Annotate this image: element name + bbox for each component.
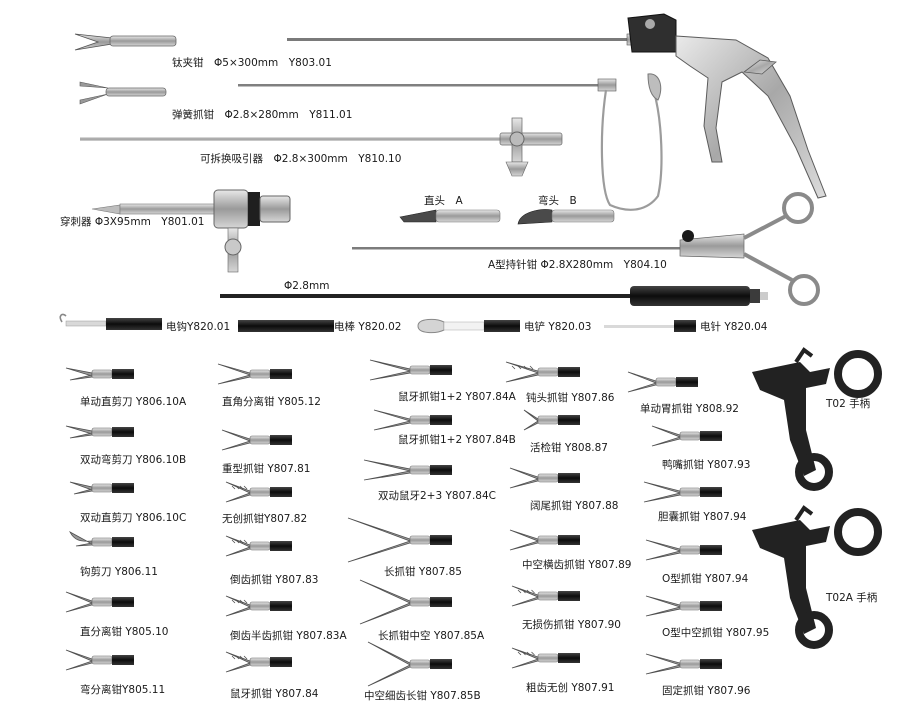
instrument-tip-28 bbox=[645, 595, 722, 617]
needle-driver-head-b-icon bbox=[517, 209, 615, 225]
label-tan-huang-zhua-qian: 弹簧抓钳 Φ2.8×280mm Y811.01 bbox=[172, 109, 353, 121]
instrument-tip-24 bbox=[627, 371, 698, 393]
label-col3-5: 中空细齿长钳 Y807.85B bbox=[364, 690, 481, 702]
instrument-tip-8 bbox=[225, 481, 292, 503]
instrument-tip-29 bbox=[645, 653, 722, 675]
label-col2-1: 重型抓钳 Y807.81 bbox=[222, 463, 311, 475]
label-col4-1: 活检钳 Y808.87 bbox=[530, 442, 608, 454]
instrument-tip-13 bbox=[373, 409, 452, 431]
label-ke-chai-xi-yin-qi: 可拆换吸引器 Φ2.8×300mm Y810.10 bbox=[200, 153, 402, 165]
instrument-tip-10 bbox=[225, 595, 292, 617]
electrode-spatula-icon bbox=[417, 318, 520, 334]
label-col2-0: 直角分离钳 Y805.12 bbox=[222, 396, 321, 408]
label-zhi-tou: 直头 A bbox=[424, 195, 463, 207]
instrument-tip-15 bbox=[347, 517, 452, 563]
instrument-tip-6 bbox=[217, 363, 292, 385]
label-col4-4: 无损伤抓钳 Y807.90 bbox=[522, 619, 621, 631]
label-col4-0: 钝头抓钳 Y807.86 bbox=[526, 392, 615, 404]
needle-holder-icon bbox=[352, 192, 820, 306]
instrument-tip-18 bbox=[505, 361, 580, 383]
label-dian-gou: 电钩Y820.01 bbox=[166, 321, 231, 333]
label-col4-2: 阔尾抓钳 Y807.88 bbox=[530, 500, 619, 512]
instrument-tip-12 bbox=[369, 359, 452, 381]
instrument-tip-11 bbox=[225, 651, 292, 673]
label-wan-tou: 弯头 B bbox=[538, 195, 577, 207]
label-t02-handle: T02 手柄 bbox=[826, 398, 871, 410]
instrument-tip-0 bbox=[65, 367, 134, 381]
label-tai-jia-qian: 钛夹钳 Φ5×300mm Y803.01 bbox=[172, 57, 332, 69]
instrument-tip-22 bbox=[511, 585, 580, 607]
label-col5-1: 鸭嘴抓钳 Y807.93 bbox=[662, 459, 751, 471]
label-dian-bang: 电棒 Y820.02 bbox=[334, 321, 402, 333]
label-t02a-handle: T02A 手柄 bbox=[826, 592, 878, 604]
instrument-tip-14 bbox=[363, 459, 452, 481]
label-col3-4: 长抓钳中空 Y807.85A bbox=[378, 630, 485, 642]
label-col5-4: O型中空抓钳 Y807.95 bbox=[662, 627, 770, 639]
electrode-needle-icon bbox=[604, 320, 696, 332]
clip-applier-tip-icon bbox=[74, 33, 177, 51]
label-col4-5: 粗齿无创 Y807.91 bbox=[526, 682, 615, 694]
label-col1-4: 直分离钳 Y805.10 bbox=[80, 626, 169, 638]
label-col1-0: 单动直剪刀 Y806.10A bbox=[80, 396, 187, 408]
instrument-tip-19 bbox=[523, 409, 580, 431]
instrument-tip-17 bbox=[367, 641, 452, 687]
label-col5-5: 固定抓钳 Y807.96 bbox=[662, 685, 751, 697]
label-col5-3: O型抓钳 Y807.94 bbox=[662, 573, 749, 585]
electrode-rod-icon bbox=[238, 320, 334, 332]
label-col4-3: 中空横齿抓钳 Y807.89 bbox=[522, 559, 632, 571]
label-dian-zhen: 电针 Y820.04 bbox=[700, 321, 768, 333]
instrument-tip-2 bbox=[69, 481, 134, 495]
label-col2-2: 无创抓钳Y807.82 bbox=[222, 513, 308, 525]
instrument-tip-20 bbox=[509, 467, 580, 489]
instrument-tip-grid bbox=[65, 359, 722, 687]
instrument-tip-26 bbox=[643, 481, 722, 503]
t02a-handle-icon bbox=[752, 505, 882, 649]
label-col3-0: 鼠牙抓钳1+2 Y807.84A bbox=[398, 391, 516, 403]
instrument-tip-5 bbox=[65, 649, 134, 671]
needle-driver-head-a-icon bbox=[399, 209, 501, 223]
label-a-xing-chi-zhen-qian: A型持针钳 Φ2.8X280mm Y804.10 bbox=[488, 259, 667, 271]
long-shaft-handle-icon bbox=[287, 13, 827, 199]
label-dian-chan: 电铲 Y820.03 bbox=[524, 321, 592, 333]
label-col1-5: 弯分离钳Y805.11 bbox=[80, 684, 166, 696]
label-col1-1: 双动弯剪刀 Y806.10B bbox=[80, 454, 187, 466]
label-col3-1: 鼠牙抓钳1+2 Y807.84B bbox=[398, 434, 516, 446]
instrument-tip-23 bbox=[511, 647, 580, 669]
label-col2-5: 鼠牙抓钳 Y807.84 bbox=[230, 688, 319, 700]
label-diameter: Φ2.8mm bbox=[284, 280, 330, 292]
trocar-icon bbox=[91, 189, 291, 273]
electrode-hook-icon bbox=[59, 313, 162, 330]
label-col5-0: 单动胃抓钳 Y808.92 bbox=[640, 403, 739, 415]
instrument-tip-27 bbox=[645, 539, 722, 561]
insulated-shaft-icon bbox=[220, 286, 768, 306]
suction-tube-icon bbox=[80, 117, 563, 177]
label-col1-3: 钩剪刀 Y806.11 bbox=[80, 566, 158, 578]
instrument-tip-25 bbox=[651, 425, 722, 447]
label-col2-4: 倒齿半齿抓钳 Y807.83A bbox=[230, 630, 347, 642]
instrument-tip-1 bbox=[65, 425, 134, 439]
label-chuan-ci-qi: 穿刺器 Φ3X95mm Y801.01 bbox=[60, 216, 205, 228]
instrument-tip-21 bbox=[509, 529, 580, 551]
instrument-tip-7 bbox=[221, 429, 292, 451]
instrument-tip-16 bbox=[359, 579, 452, 625]
label-col3-3: 长抓钳 Y807.85 bbox=[384, 566, 462, 578]
instrument-tip-9 bbox=[225, 535, 292, 557]
label-col5-2: 胆囊抓钳 Y807.94 bbox=[658, 511, 747, 523]
instrument-tip-3 bbox=[69, 531, 134, 547]
spring-grasper-icon bbox=[79, 73, 663, 211]
label-col2-3: 倒齿抓钳 Y807.83 bbox=[230, 574, 319, 586]
instrument-tip-4 bbox=[65, 591, 134, 613]
t02-handle-icon bbox=[752, 347, 882, 491]
label-col3-2: 双动鼠牙2+3 Y807.84C bbox=[378, 490, 496, 502]
label-col1-2: 双动直剪刀 Y806.10C bbox=[80, 512, 187, 524]
